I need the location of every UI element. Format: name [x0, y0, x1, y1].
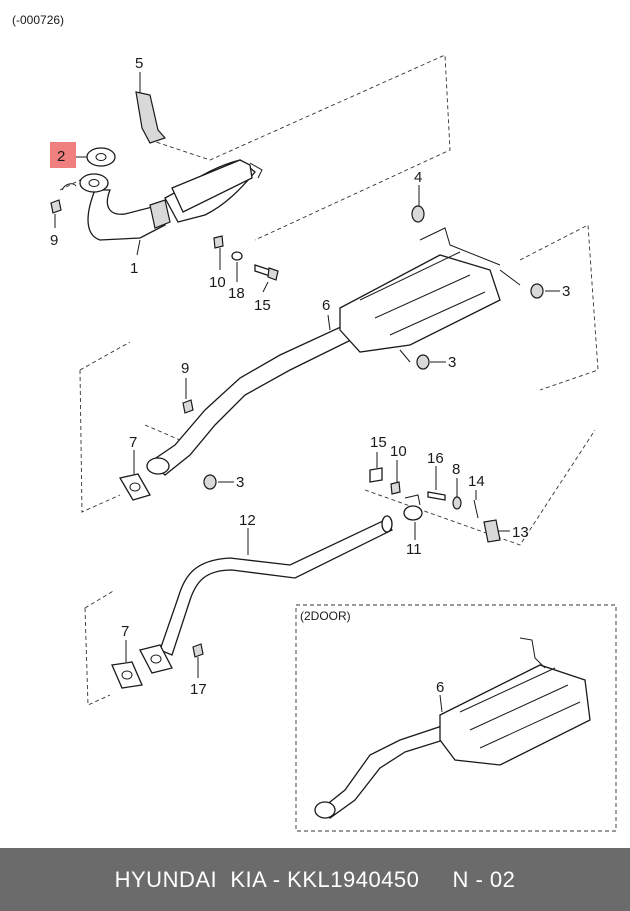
center-pipe-part-12[interactable] [139, 515, 393, 674]
rubber-hanger-part-4[interactable] [411, 205, 425, 223]
callout-12: 12 [239, 512, 256, 529]
callout-3-b: 3 [448, 354, 456, 371]
bolt-part-15-mid[interactable] [369, 467, 383, 483]
callout-3-a: 3 [562, 283, 570, 300]
bolt-part-14[interactable] [473, 499, 479, 519]
nut-part-17[interactable] [192, 643, 204, 658]
rubber-hanger-part-3-b[interactable] [416, 354, 430, 370]
callout-18: 18 [228, 285, 245, 302]
washer-part-18[interactable] [231, 251, 243, 261]
clamp-part-11[interactable] [403, 494, 423, 521]
callout-7-bottom: 7 [121, 623, 129, 640]
two-door-muffler-assembly[interactable] [314, 637, 591, 819]
callout-15-top: 15 [254, 297, 271, 314]
callout-9-mid: 9 [181, 360, 189, 377]
callout-8: 8 [452, 461, 460, 478]
footer-bar: HYUNDAI KIA - KKL1940450 N - 02 [0, 848, 630, 911]
callout-10-top: 10 [209, 274, 226, 291]
footer-part-number: HYUNDAI KIA - KKL1940450 N - 02 [114, 866, 516, 892]
two-door-variant-box: (2DOOR) [295, 604, 617, 832]
nut-part-9-mid[interactable] [182, 399, 194, 414]
center-pipe-main-muffler[interactable] [146, 227, 521, 476]
callout-17: 17 [190, 681, 207, 698]
callout-2: 2 [57, 148, 65, 165]
clip-part-10-top[interactable] [213, 235, 224, 249]
variant-label: (2DOOR) [300, 609, 351, 623]
bracket-part-5[interactable] [135, 91, 167, 144]
callout-1: 1 [130, 260, 138, 277]
bolt-part-15-top[interactable] [254, 264, 279, 281]
callout-11: 11 [406, 541, 422, 558]
nut-part-9-top[interactable] [50, 199, 62, 214]
callout-4: 4 [414, 169, 422, 186]
callout-13: 13 [512, 524, 529, 541]
callout-6-variant: 6 [436, 679, 444, 696]
guide-lines [59, 54, 599, 706]
callout-6-main: 6 [322, 297, 330, 314]
rubber-hanger-part-3-c[interactable] [203, 474, 217, 490]
callout-5: 5 [135, 55, 143, 72]
washer-part-8[interactable] [452, 496, 462, 510]
callout-14: 14 [468, 473, 485, 490]
callout-7-mid: 7 [129, 434, 137, 451]
gasket-part-7-mid[interactable] [118, 473, 151, 501]
callout-10-mid: 10 [390, 443, 407, 460]
callout-16: 16 [427, 450, 444, 467]
highlight-box-part-2 [50, 142, 76, 168]
callout-15-mid: 15 [370, 434, 387, 451]
rubber-hanger-part-3-a[interactable] [530, 283, 544, 299]
header-code: (-000726) [12, 13, 64, 27]
bracket-part-13[interactable] [483, 519, 501, 543]
front-pipe-catalytic-converter[interactable] [87, 159, 263, 241]
bolt-part-16[interactable] [427, 491, 446, 501]
gasket-part-7-bottom[interactable] [111, 661, 143, 689]
callout-3-c: 3 [236, 474, 244, 491]
callout-numbers: 5 2 1 9 4 10 18 15 6 3 3 9 7 3 15 10 16 … [50, 55, 570, 698]
leader-lines [54, 72, 560, 713]
flange-gasket[interactable] [86, 147, 116, 167]
front-pipe-flange [61, 173, 109, 193]
callout-9-top: 9 [50, 232, 58, 249]
clip-part-10-mid[interactable] [390, 481, 401, 495]
